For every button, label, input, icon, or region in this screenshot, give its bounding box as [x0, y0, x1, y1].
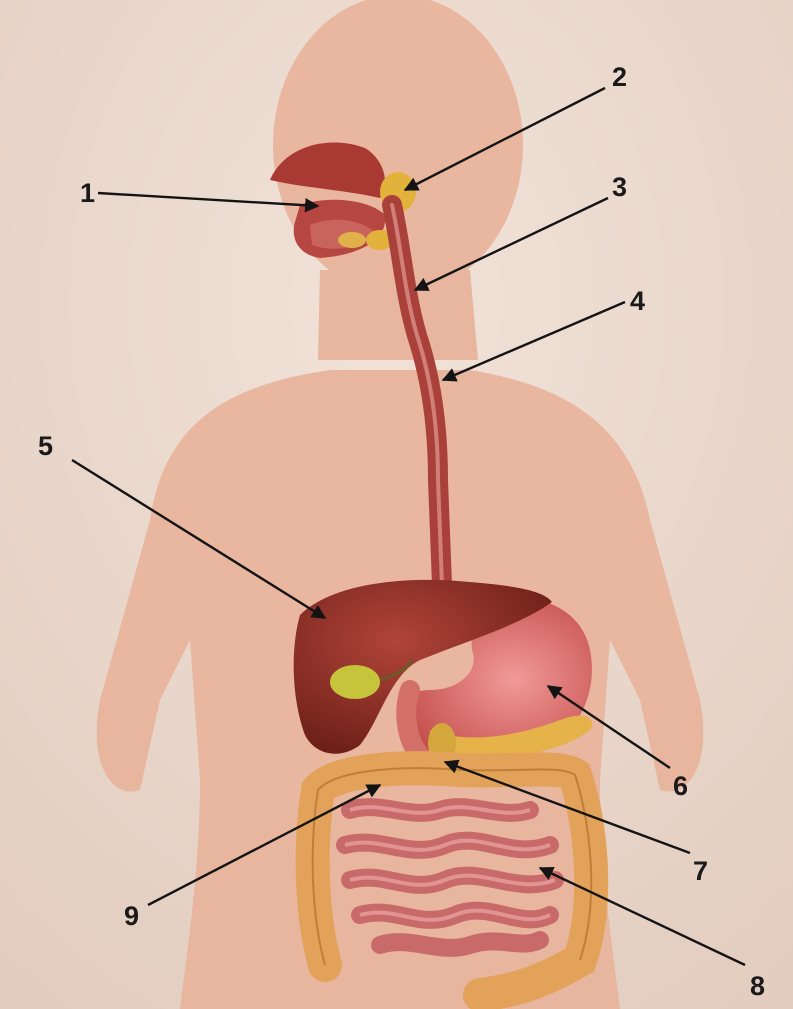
label-1: 1 [80, 178, 95, 208]
label-7: 7 [693, 856, 708, 886]
label-9: 9 [124, 901, 139, 931]
label-4: 4 [630, 286, 645, 316]
label-3: 3 [612, 172, 627, 202]
gallbladder [330, 665, 380, 699]
label-2: 2 [612, 62, 627, 92]
label-8: 8 [750, 971, 765, 1001]
label-5: 5 [38, 431, 53, 461]
label-6: 6 [673, 771, 688, 801]
